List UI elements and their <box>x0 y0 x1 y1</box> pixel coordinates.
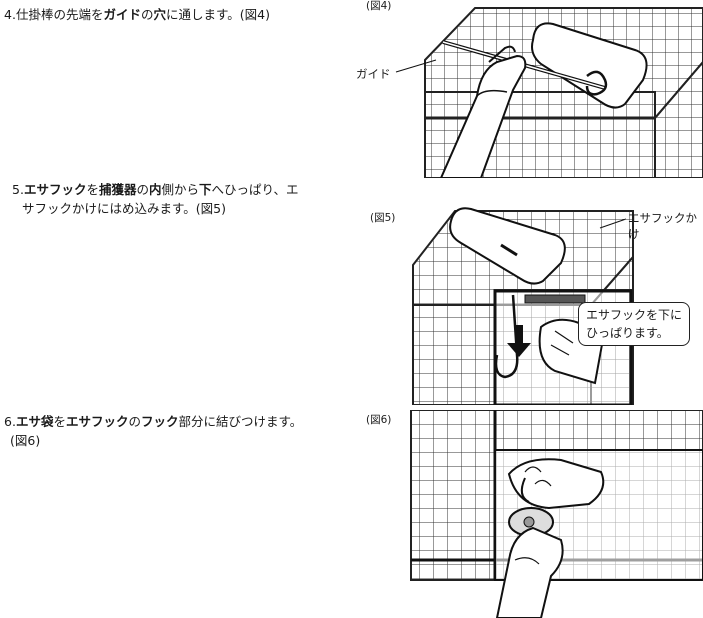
bait-hook-hanger-callout: エサフックかけ <box>628 210 703 242</box>
guide-callout: ガイド <box>356 66 391 82</box>
figure-6-illustration <box>405 410 703 618</box>
pull-down-instruction-bubble: エサフックを下に ひっぱります。 <box>578 302 690 346</box>
